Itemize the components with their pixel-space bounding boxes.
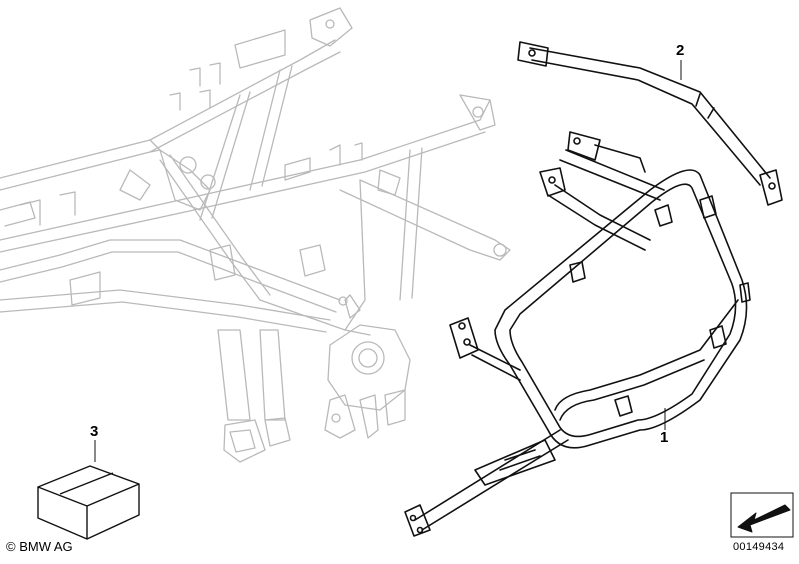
diagram-number: 00149434 (733, 541, 785, 553)
arrow-icon (730, 492, 794, 538)
frame-ghost-drawing (0, 7, 511, 463)
callout-part-3: 3 (90, 423, 99, 440)
strut-bar-part-2 (517, 41, 783, 206)
box-part-3 (37, 465, 140, 540)
copyright-notice: © BMW AG (6, 539, 73, 554)
pannier-carrier-part-1 (404, 131, 751, 537)
callout-part-1: 1 (660, 429, 669, 446)
callout-part-2: 2 (676, 42, 685, 59)
leader-lines (94, 60, 682, 462)
